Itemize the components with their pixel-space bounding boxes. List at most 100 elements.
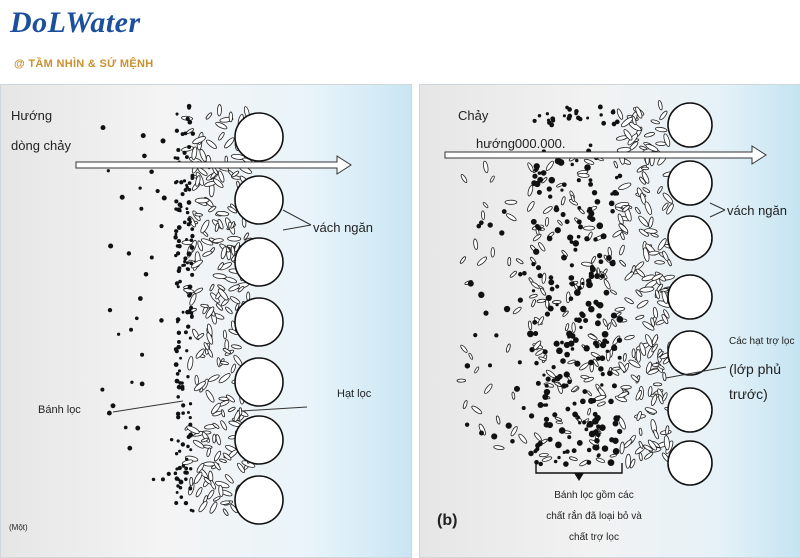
solid-particle <box>554 227 561 234</box>
solid-particle <box>186 444 190 449</box>
solid-particle <box>532 173 538 179</box>
solid-particle <box>605 340 610 344</box>
filter-aid-flake <box>645 361 652 374</box>
solid-particle <box>183 256 188 261</box>
solid-particle <box>190 227 195 231</box>
filter-aid-flake <box>657 238 667 251</box>
solid-particle <box>176 415 181 420</box>
solid-particle <box>529 346 535 353</box>
solid-particle <box>532 118 537 123</box>
solid-particle <box>187 411 190 414</box>
filter-aid-flake <box>200 303 209 308</box>
filter-aid-flake <box>205 306 215 319</box>
solid-particle <box>574 289 581 296</box>
filter-aid-flake <box>662 192 674 204</box>
filter-aid-flake <box>586 390 592 397</box>
solid-particle <box>607 459 615 466</box>
solid-particle <box>547 436 553 442</box>
solid-particle <box>479 430 484 436</box>
solid-particle <box>548 194 553 199</box>
solid-particle <box>588 305 595 313</box>
solid-particle <box>175 251 181 256</box>
filter-aid-flake <box>194 212 203 217</box>
solid-particle <box>572 401 577 406</box>
filter-cake-label-line1: Bánh lọc gồm các <box>554 490 634 501</box>
filter-aid-flake <box>506 343 511 353</box>
filter-aid-flake <box>198 500 208 513</box>
filter-aid-flake <box>651 273 663 281</box>
solid-particle <box>528 413 535 419</box>
brand-logo[interactable]: DoLWater <box>10 6 141 39</box>
solid-particle <box>597 453 601 457</box>
filter-aid-flake <box>612 229 623 238</box>
solid-particle <box>565 406 571 412</box>
filter-aid-flake <box>603 278 611 290</box>
filter-aid-flake <box>619 259 627 267</box>
solid-particle <box>188 422 193 427</box>
solid-particle <box>176 147 181 153</box>
solid-particle <box>476 223 482 229</box>
solid-particle <box>601 330 609 338</box>
filter-aid-flake <box>215 434 221 446</box>
solid-particle <box>601 445 609 452</box>
filter-aid-flake <box>657 364 665 370</box>
solid-particle <box>183 187 188 192</box>
solid-particle <box>593 444 600 451</box>
solid-particle <box>177 478 181 482</box>
filter-cake-label-line3: chất trợ lọc <box>569 532 619 543</box>
solid-particle <box>533 449 538 454</box>
solid-particle <box>491 433 498 440</box>
filter-aid-flake <box>527 184 534 197</box>
filter-aid-flake <box>483 160 489 174</box>
filter-aid-flake <box>541 177 548 184</box>
solid-particle <box>100 387 105 392</box>
filter-aid-flake <box>657 186 663 194</box>
solid-particle <box>546 186 552 192</box>
solid-particle <box>183 131 188 136</box>
filter-aid-flake <box>202 250 213 257</box>
solid-particle <box>137 296 143 301</box>
filter-aid-flake <box>652 382 663 387</box>
filter-aid-flake <box>220 420 228 431</box>
septum-circle <box>234 415 284 465</box>
solid-particle <box>600 233 607 240</box>
solid-particle <box>550 116 556 122</box>
filter-aid-flake <box>456 378 466 383</box>
solid-particle <box>537 171 542 175</box>
solid-particle <box>569 281 575 287</box>
solid-particle <box>570 162 574 167</box>
filter-aid-flake <box>544 216 549 227</box>
filter-aid-flake <box>665 425 670 435</box>
solid-particle <box>587 214 593 220</box>
solid-particle <box>175 156 180 161</box>
filter-aid-flake <box>217 288 229 301</box>
solid-particle <box>564 383 569 388</box>
solid-particle <box>578 421 582 425</box>
solid-particle <box>551 365 556 370</box>
filter-aid-flake <box>229 296 241 305</box>
solid-particle <box>576 440 583 446</box>
filter-aid-flake <box>193 381 206 392</box>
solid-particle <box>149 255 154 260</box>
filter-aid-flake <box>618 223 629 233</box>
filter-aid-flake <box>537 316 544 326</box>
solid-particle <box>188 432 194 438</box>
filter-aid-flake <box>528 320 533 331</box>
filter-aid-flake <box>642 321 655 331</box>
filter-aid-flake <box>206 139 217 149</box>
solid-particle <box>546 235 553 242</box>
solid-particle <box>181 411 185 415</box>
solid-particle <box>537 402 544 409</box>
filter-aid-flake <box>581 261 593 267</box>
filter-aid-flake <box>642 247 650 262</box>
filter-aid-flake <box>542 206 553 214</box>
solid-particle <box>483 310 489 316</box>
filter-cake-label: Bánh lọc <box>38 404 81 416</box>
solid-particle <box>581 281 585 286</box>
solid-particle <box>542 393 549 400</box>
solid-particle <box>543 416 550 422</box>
solid-particle <box>190 272 195 277</box>
solid-particle <box>189 261 194 266</box>
filter-aid-flake <box>228 111 233 123</box>
septum-circle <box>667 215 713 261</box>
